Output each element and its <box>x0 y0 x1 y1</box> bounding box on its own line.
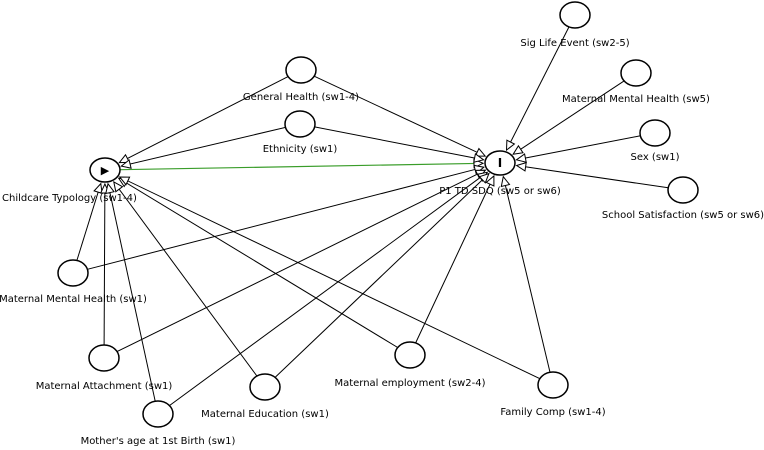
node-label-mothers-age: Mother's age at 1st Birth (sw1) <box>81 436 236 447</box>
node-sex[interactable] <box>639 119 671 147</box>
edge-maternal-mental-health-sw1-to-outcome <box>87 166 484 270</box>
edge-sex-to-outcome <box>516 135 641 161</box>
arrowhead-family-comp-to-exposure <box>118 176 131 186</box>
node-mothers-age[interactable] <box>142 400 174 428</box>
node-circle-mothers-age[interactable] <box>142 400 174 428</box>
edge-sig-life-event-to-outcome <box>506 26 570 151</box>
node-family-comp[interactable] <box>537 371 569 399</box>
edge-maternal-attachment-to-outcome <box>116 169 486 353</box>
edge-family-comp-to-exposure <box>119 176 541 380</box>
node-circle-exposure[interactable] <box>89 157 121 183</box>
edge-maternal-education-to-exposure <box>113 181 258 377</box>
arrowhead-general-health-to-exposure <box>118 153 131 164</box>
arrowhead-school-satisfaction-to-outcome <box>515 161 527 172</box>
node-ethnicity[interactable] <box>284 110 316 138</box>
arrowhead-maternal-mental-health-sw5-to-outcome <box>512 144 524 155</box>
node-circle-maternal-mental-health-sw1[interactable] <box>57 259 89 287</box>
node-label-maternal-employment: Maternal employment (sw2-4) <box>334 378 485 389</box>
node-label-family-comp: Family Comp (sw1-4) <box>500 407 605 418</box>
node-layer: ▶I <box>57 1 699 428</box>
edge-layer <box>76 26 669 407</box>
edge-school-satisfaction-to-outcome <box>516 165 669 189</box>
edge-maternal-employment-to-exposure <box>118 177 398 348</box>
node-label-general-health: General Health (sw1-4) <box>243 92 359 103</box>
node-outcome[interactable]: I <box>484 150 516 176</box>
node-circle-outcome[interactable] <box>484 150 516 176</box>
node-label-ethnicity: Ethnicity (sw1) <box>263 144 338 155</box>
edge-maternal-attachment-to-exposure <box>103 183 106 346</box>
node-maternal-education[interactable] <box>249 373 281 401</box>
node-label-exposure: Childcare Typology (sw1-4) <box>2 193 137 204</box>
arrowhead-sex-to-outcome <box>515 153 527 163</box>
node-label-school-satisfaction: School Satisfaction (sw5 or sw6) <box>602 210 764 221</box>
arrowhead-sig-life-event-to-outcome <box>505 139 516 152</box>
node-circle-maternal-education[interactable] <box>249 373 281 401</box>
node-maternal-mental-health-sw5[interactable] <box>620 59 652 87</box>
node-circle-maternal-employment[interactable] <box>394 341 426 369</box>
arrowhead-maternal-mental-health-sw1-to-exposure <box>93 182 103 195</box>
node-school-satisfaction[interactable] <box>667 176 699 204</box>
node-sig-life-event[interactable] <box>559 1 591 29</box>
arrowhead-ethnicity-to-exposure <box>120 159 132 169</box>
edge-maternal-mental-health-sw1-to-exposure <box>76 183 102 261</box>
edge-maternal-mental-health-sw5-to-outcome <box>512 80 625 155</box>
node-label-maternal-mental-health-sw5: Maternal Mental Health (sw5) <box>562 94 710 105</box>
edge-family-comp-to-outcome <box>502 176 551 373</box>
node-maternal-attachment[interactable] <box>88 344 120 372</box>
arrowhead-maternal-education-to-exposure <box>113 180 124 193</box>
edge-maternal-education-to-outcome <box>274 173 490 378</box>
edge-exposure-to-outcome <box>119 162 484 171</box>
edge-ethnicity-to-exposure <box>121 126 286 167</box>
arrowhead-maternal-employment-to-outcome <box>485 174 495 187</box>
node-general-health[interactable] <box>285 56 317 84</box>
node-circle-family-comp[interactable] <box>537 371 569 399</box>
node-maternal-mental-health-sw1[interactable] <box>57 259 89 287</box>
node-circle-general-health[interactable] <box>285 56 317 84</box>
node-label-maternal-education: Maternal Education (sw1) <box>201 409 329 420</box>
node-label-maternal-attachment: Maternal Attachment (sw1) <box>36 381 173 392</box>
node-circle-sig-life-event[interactable] <box>559 1 591 29</box>
node-circle-ethnicity[interactable] <box>284 110 316 138</box>
node-label-outcome: P1 TD SDQ (sw5 or sw6) <box>439 186 561 197</box>
node-label-maternal-mental-health-sw1: Maternal Mental Health (sw1) <box>0 294 147 305</box>
edge-ethnicity-to-outcome <box>314 126 484 161</box>
node-exposure[interactable]: ▶ <box>89 157 121 183</box>
node-circle-school-satisfaction[interactable] <box>667 176 699 204</box>
arrowhead-maternal-education-to-outcome <box>478 172 490 184</box>
label-layer: General Health (sw1-4) Ethnicity (sw1) Sig… <box>0 38 764 447</box>
edge-maternal-employment-to-outcome <box>415 175 495 344</box>
arrowhead-ethnicity-to-outcome <box>473 153 485 163</box>
node-label-sig-life-event: Sig Life Event (sw2-5) <box>520 38 629 49</box>
edge-general-health-to-exposure <box>119 76 289 164</box>
edge-mothers-age-to-outcome <box>169 171 488 407</box>
edge-general-health-to-outcome <box>313 75 486 157</box>
edge-mothers-age-to-exposure <box>107 183 156 402</box>
node-circle-maternal-attachment[interactable] <box>88 344 120 372</box>
node-circle-sex[interactable] <box>639 119 671 147</box>
arrowhead-family-comp-to-outcome <box>500 175 511 188</box>
node-circle-maternal-mental-health-sw5[interactable] <box>620 59 652 87</box>
arrowhead-mothers-age-to-exposure <box>105 182 115 195</box>
outcome-bar-icon: I <box>498 156 502 170</box>
arrowhead-general-health-to-outcome <box>474 147 487 157</box>
node-label-sex: Sex (sw1) <box>631 152 680 163</box>
node-maternal-employment[interactable] <box>394 341 426 369</box>
play-icon: ▶ <box>101 164 110 177</box>
